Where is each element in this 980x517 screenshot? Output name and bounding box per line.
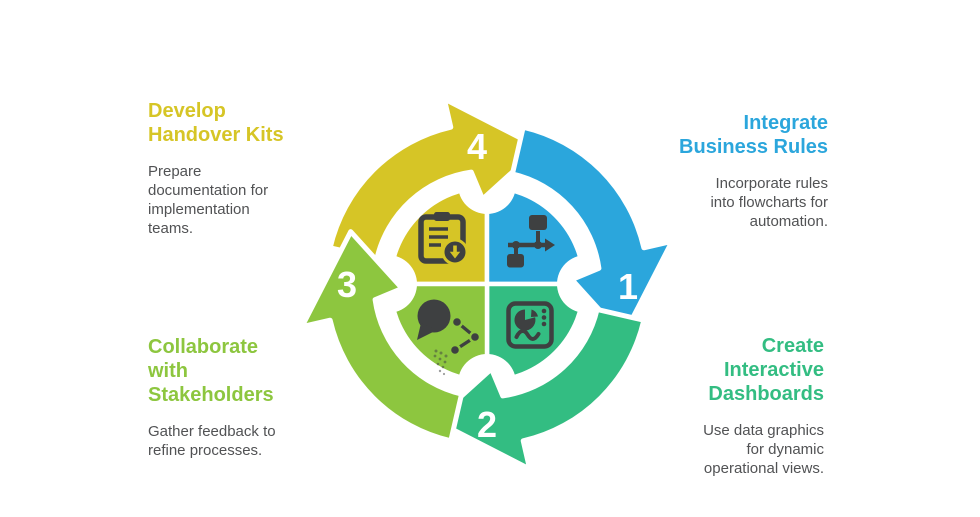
step-3-number: 3 <box>337 264 357 305</box>
step-2-description: Use data graphics for dynamic operationa… <box>703 422 824 477</box>
cycle-diagram: 4 1 2 3 <box>299 96 675 472</box>
step-1-title: Integrate Business Rules <box>679 112 828 158</box>
arc-step-4 <box>327 96 542 262</box>
arc-step-2 <box>432 306 647 472</box>
flowchart-icon <box>507 215 555 268</box>
step-3-text-block: Collaborate with Stakeholders Gather fee… <box>148 335 318 460</box>
step-1-number: 1 <box>618 266 638 307</box>
step-2-number: 2 <box>477 404 497 445</box>
step-4-description: Prepare documentation for implementation… <box>148 163 269 237</box>
arc-step-1 <box>509 124 675 339</box>
halftone-dots <box>433 349 448 376</box>
step-4-number: 4 <box>467 126 487 167</box>
step-1-text-block: Integrate Business Rules Incorporate rul… <box>648 111 828 231</box>
step-4-text-block: Develop Handover Kits Prepare documentat… <box>148 99 308 238</box>
step-3-title: Collaborate with Stakeholders <box>148 336 274 406</box>
step-2-title: Create Interactive Dashboards <box>708 335 824 405</box>
step-numbers: 4 1 2 3 <box>337 126 638 445</box>
step-2-text-block: Create Interactive Dashboards Use data g… <box>644 334 824 478</box>
ring-layer <box>299 96 675 472</box>
dashboard-icon <box>506 301 554 349</box>
step-4-title: Develop Handover Kits <box>148 100 284 146</box>
step-1-description: Incorporate rules into flowcharts for au… <box>710 175 828 230</box>
clipboard-download-icon <box>418 212 469 266</box>
arc-step-3 <box>299 229 465 444</box>
chat-share-icon <box>417 299 482 376</box>
step-3-description: Gather feedback to refine processes. <box>148 423 276 459</box>
